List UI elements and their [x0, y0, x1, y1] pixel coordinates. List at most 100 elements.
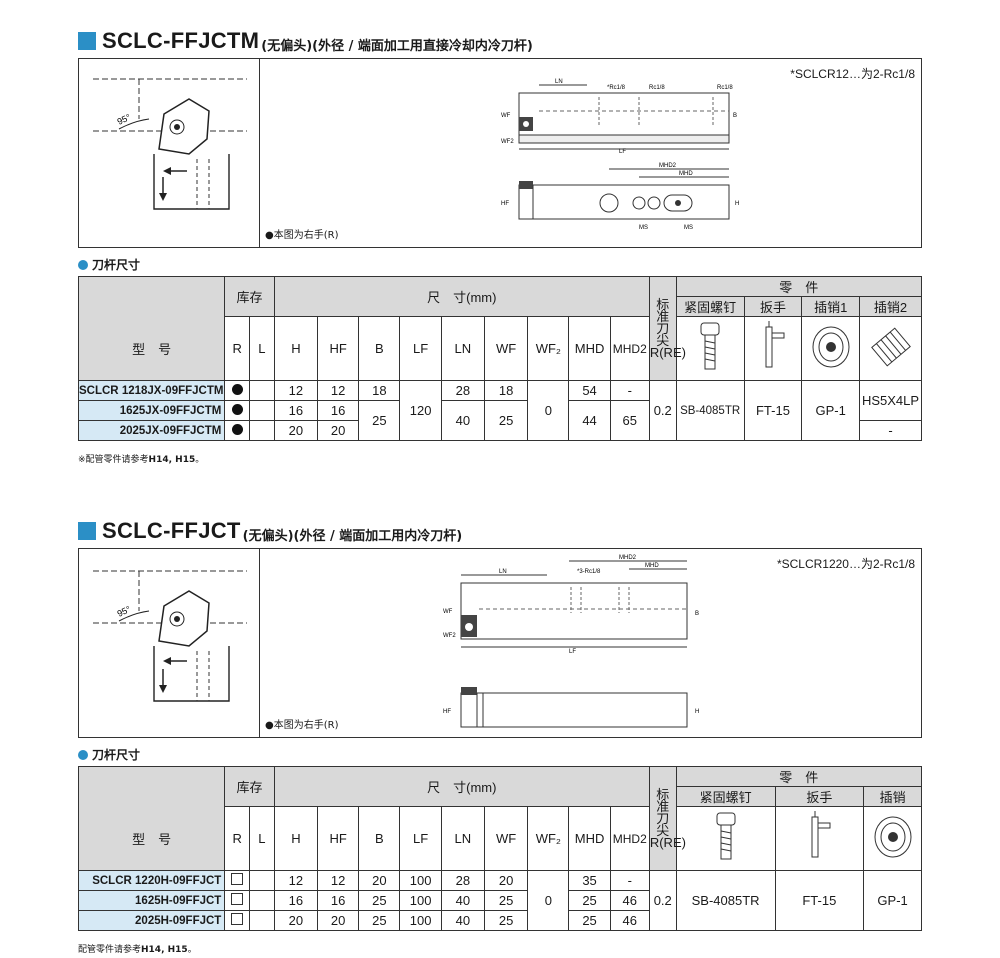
svg-text:*Rc1/8: *Rc1/8: [607, 85, 626, 91]
section-code: SCLC-FFJCTM: [102, 28, 260, 53]
table-row: 1625JX-09FFJCTM: [77, 400, 226, 421]
part-pin1: 插销1: [801, 296, 861, 317]
title-square-icon: [78, 522, 96, 540]
col-WF: WF: [483, 316, 529, 381]
dims-header: 尺 寸(mm): [273, 276, 650, 317]
svg-text:WF2: WF2: [501, 139, 514, 145]
col-MHD2: MHD2: [609, 806, 650, 871]
section-subtitle: (无偏头)(外径 / 端面加工用内冷刀杆): [242, 528, 463, 544]
screw-icon: [675, 316, 745, 381]
part-pin2: 插销2: [859, 296, 922, 317]
footnote: 配管零件请参考H14, H15。: [78, 945, 197, 955]
col-H: H: [273, 806, 319, 871]
title-square-icon: [78, 32, 96, 50]
col-MHD: MHD: [568, 316, 611, 381]
screw-icon: [675, 806, 776, 871]
table-row: 2025H-09FFJCT: [77, 910, 226, 931]
in-stock-icon: [231, 424, 243, 435]
table-row: 2025JX-09FFJCTM: [77, 420, 226, 441]
svg-text:H: H: [695, 709, 699, 715]
col-LN: LN: [440, 316, 485, 381]
svg-text:HF: HF: [501, 201, 509, 207]
part-pin: 插销: [863, 786, 922, 807]
svg-text:95°: 95°: [116, 604, 133, 619]
table-row: 1625H-09FFJCT: [77, 890, 226, 911]
right-hand-note: ●本图为右手(R): [265, 720, 339, 731]
svg-text:H: H: [735, 201, 739, 207]
holder-technical-drawing: LN *3-Rc1/8 MHD2 MHD LF WF WF2 B HF H: [443, 555, 699, 728]
col-LF: LF: [399, 316, 442, 381]
svg-text:MS: MS: [684, 225, 693, 231]
col-LF: LF: [399, 806, 442, 871]
svg-text:WF2: WF2: [443, 633, 456, 639]
section-subtitle: (无偏头)(外径 / 端面加工用直接冷却内冷刀杆): [261, 38, 533, 54]
table-heading-text: 刀杆尺寸: [92, 258, 141, 272]
col-B: B: [358, 806, 401, 871]
in-stock-icon: [231, 404, 243, 415]
model-header: 型 号: [77, 806, 226, 871]
svg-text:Rc1/8: Rc1/8: [717, 85, 733, 91]
svg-text:*3-Rc1/8: *3-Rc1/8: [577, 569, 601, 575]
wrench-icon: [743, 316, 803, 381]
table-heading: 刀杆尺寸: [78, 746, 140, 763]
bullet-icon: [78, 749, 88, 760]
table-heading-text: 刀杆尺寸: [92, 748, 141, 762]
not-stocked-icon: [231, 893, 244, 905]
parts-header: 零 件: [675, 766, 923, 787]
section-title: SCLC-FFJCT (无偏头)(外径 / 端面加工用内冷刀杆): [78, 518, 462, 544]
drawing-box: 95° *Rc1/8 Rc1/8 Rc1/8 LN LF WF WF2 B MH…: [78, 58, 922, 248]
svg-text:MS: MS: [639, 225, 648, 231]
stock-header: 库存: [224, 276, 275, 317]
right-hand-note: ●本图为右手(R): [265, 230, 339, 241]
part-screw: 紧固螺钉: [675, 296, 745, 317]
section-code: SCLC-FFJCT: [102, 518, 241, 543]
svg-text:B: B: [695, 611, 699, 617]
col-B: B: [358, 316, 401, 381]
col-WF: WF: [483, 806, 529, 871]
svg-text:LF: LF: [569, 649, 576, 655]
svg-text:WF: WF: [501, 113, 511, 119]
col-HF: HF: [317, 316, 360, 381]
holder-sketch-icon: 95°: [93, 78, 247, 210]
parts-header: 零 件: [675, 276, 923, 297]
dims-header: 尺 寸(mm): [273, 766, 650, 807]
drawing-box: 95° LN *3-Rc1/8 MHD2 MHD LF WF WF2 B HF …: [78, 548, 922, 738]
part-screw: 紧固螺钉: [675, 786, 776, 807]
col-L: L: [249, 316, 275, 381]
not-stocked-icon: [231, 873, 244, 885]
col-WF2: WF₂: [527, 806, 570, 871]
model-header: 型 号: [77, 316, 226, 381]
col-MHD2: MHD2: [609, 316, 650, 381]
svg-text:HF: HF: [443, 709, 451, 715]
footnote: ※配管零件请参考H14, H15。: [78, 455, 205, 465]
svg-text:MHD: MHD: [679, 171, 693, 177]
col-MHD: MHD: [568, 806, 611, 871]
std-re-header: 标准刀尖R(RE): [648, 276, 686, 381]
col-HF: HF: [317, 806, 360, 871]
table-heading: 刀杆尺寸: [78, 256, 140, 273]
svg-text:LF: LF: [619, 149, 626, 155]
section-title: SCLC-FFJCTM (无偏头)(外径 / 端面加工用直接冷却内冷刀杆): [78, 28, 533, 54]
std-re-header: 标准刀尖R(RE): [648, 766, 686, 871]
rc-note: *SCLCR12…为2-Rc1/8: [790, 67, 915, 81]
svg-text:B: B: [733, 113, 737, 119]
bullet-icon: [78, 259, 88, 270]
holder-technical-drawing: *Rc1/8 Rc1/8 Rc1/8 LN LF WF WF2 B MHD2 M…: [501, 79, 739, 231]
svg-text:WF: WF: [443, 609, 453, 615]
spec-table: 库存 尺 寸(mm) 标准刀尖R(RE) 零 件 紧固螺钉 扳手 插销 型 号 …: [77, 766, 923, 931]
rc-note: *SCLCR1220…为2-Rc1/8: [776, 557, 915, 571]
not-stocked-icon: [231, 913, 244, 925]
insert-diagram: 95°: [79, 59, 260, 247]
in-stock-icon: [231, 384, 243, 395]
svg-text:MHD: MHD: [645, 563, 659, 569]
col-L: L: [249, 806, 275, 871]
col-LN: LN: [440, 806, 485, 871]
svg-text:95°: 95°: [116, 112, 133, 127]
pin2-icon: [859, 316, 922, 381]
svg-text:LN: LN: [555, 79, 563, 85]
col-R: R: [224, 316, 251, 381]
svg-text:LN: LN: [499, 569, 507, 575]
svg-text:MHD2: MHD2: [619, 555, 637, 561]
wrench-icon: [774, 806, 865, 871]
col-R: R: [224, 806, 251, 871]
